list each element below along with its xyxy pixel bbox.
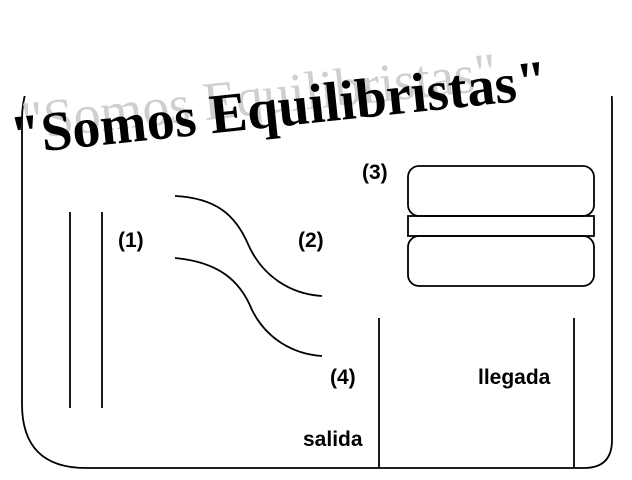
box-bottom — [407, 235, 595, 287]
box-top — [407, 165, 595, 217]
label-departure: salida — [303, 428, 363, 451]
curve-upper — [174, 195, 323, 297]
label-item-1: (1) — [118, 229, 144, 252]
label-item-2: (2) — [298, 229, 324, 252]
label-arrival: llegada — [478, 366, 551, 389]
label-item-3: (3) — [362, 161, 388, 184]
label-item-4: (4) — [330, 366, 356, 389]
box-middle — [407, 215, 595, 237]
curve-lower — [174, 257, 323, 357]
title-backdrop — [0, 26, 632, 96]
